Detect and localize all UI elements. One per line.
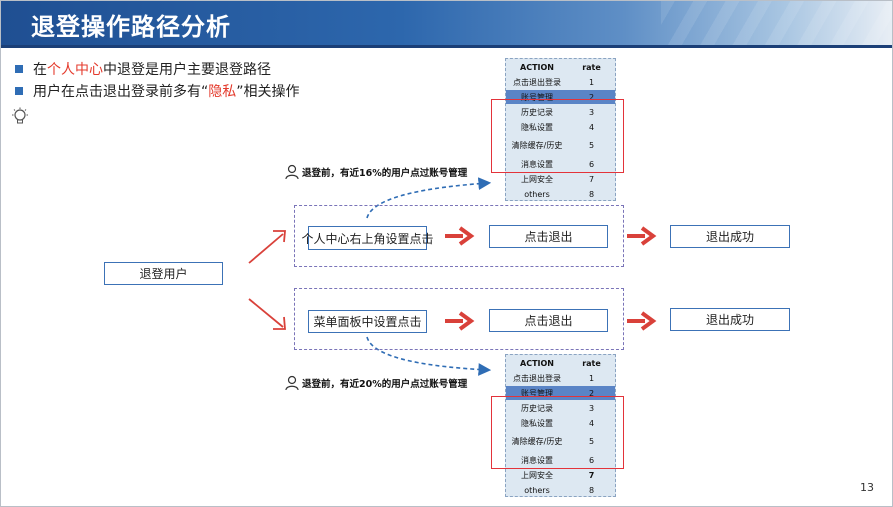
path-1-group xyxy=(294,205,624,267)
highlight-frame-bottom xyxy=(491,396,624,469)
highlight-frame-top xyxy=(491,99,624,173)
branch-line-bottom xyxy=(248,298,284,328)
red-arrow-icon xyxy=(445,226,475,246)
bullet-1: 在个人中心中退登是用户主要退登路径 xyxy=(15,59,271,79)
page-number: 13 xyxy=(860,481,874,494)
note-bottom: 退登前，有近20%的用户点过账号管理 xyxy=(285,375,467,391)
highlight-text: 个人中心 xyxy=(47,62,103,78)
red-arrow-icon xyxy=(627,311,657,331)
table-header: ACTION rate xyxy=(520,358,601,368)
path-2-step-3: 退出成功 xyxy=(670,308,790,331)
person-icon xyxy=(285,375,299,391)
dashed-curve-bottom xyxy=(366,336,492,376)
path-2-step-2: 点击退出 xyxy=(489,309,608,332)
highlight-text: 隐私 xyxy=(208,84,237,100)
bullet-square-icon xyxy=(15,65,23,73)
dashed-curve-top xyxy=(366,177,492,219)
bullet-square-icon xyxy=(15,87,23,95)
path-2-group xyxy=(294,288,624,350)
path-2-step-1: 菜单面板中设置点击 xyxy=(308,310,427,333)
person-icon xyxy=(285,164,299,180)
bullet-2: 用户在点击退出登录前多有“隐私”相关操作 xyxy=(15,81,300,101)
slide-title: 退登操作路径分析 xyxy=(31,13,231,41)
red-arrow-icon xyxy=(627,226,657,246)
branch-arrowhead-bottom xyxy=(273,316,286,330)
title-banner: 退登操作路径分析 xyxy=(1,1,892,45)
branch-line-top xyxy=(248,233,284,264)
red-arrow-icon xyxy=(445,311,475,331)
path-1-step-3: 退出成功 xyxy=(670,225,790,248)
lightbulb-icon xyxy=(12,107,28,124)
note-top: 退登前，有近16%的用户点过账号管理 xyxy=(285,164,467,180)
path-1-step-1: 个人中心右上角设置点击 xyxy=(302,226,434,250)
banner-stripe xyxy=(1,45,892,48)
start-node: 退登用户 xyxy=(104,262,223,285)
path-1-step-2: 点击退出 xyxy=(489,225,608,248)
table-header: ACTION rate xyxy=(520,62,601,72)
branch-arrowhead-top xyxy=(273,230,286,243)
